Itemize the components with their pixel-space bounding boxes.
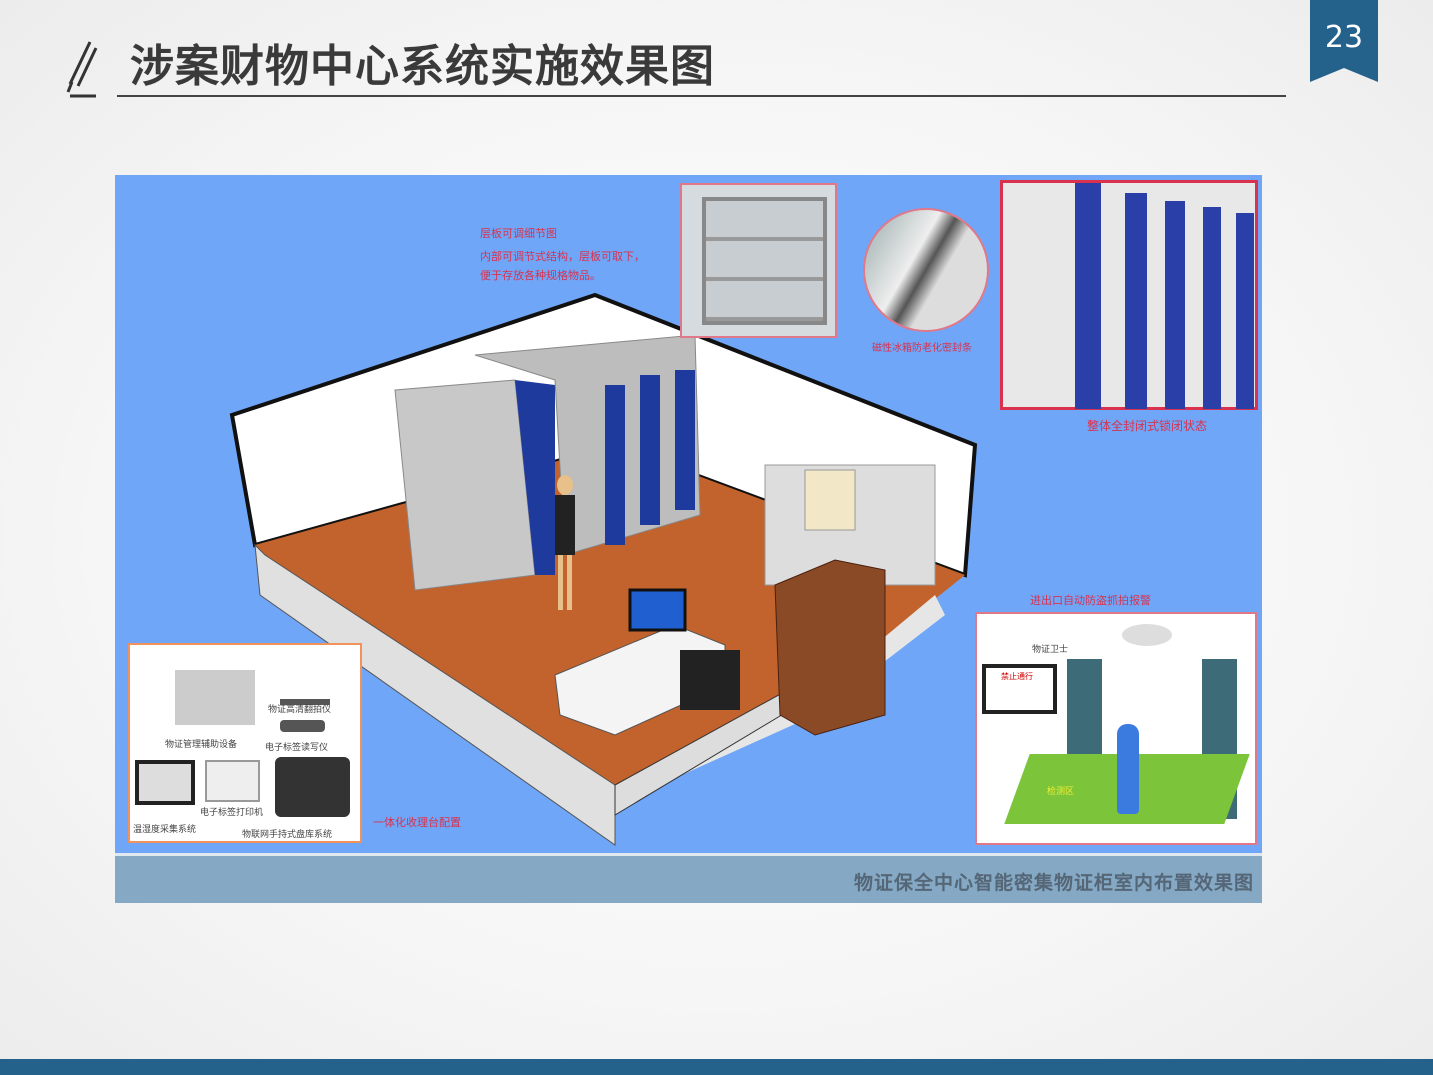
entrance-alarm-diagram: 禁止通行 物证卫士 检测区	[975, 612, 1257, 845]
workstation-item: 物证高清翻拍仪	[268, 705, 332, 715]
page-number: 23	[1324, 20, 1364, 55]
shelf-detail-heading: 层板可调细节图	[480, 227, 557, 240]
workstation-item: 物联网手持式盘库系统	[242, 830, 333, 840]
locked-cabinets-photo	[1000, 180, 1258, 410]
guard-label: 物证卫士	[1032, 645, 1069, 655]
page-number-badge: 23	[1310, 0, 1378, 82]
seal-strip-label: 磁性冰箱防老化密封条	[872, 343, 972, 354]
entrance-heading: 进出口自动防盗抓拍报警	[1030, 594, 1151, 607]
room-illustration	[229, 292, 978, 846]
workstation-item: 温湿度采集系统	[133, 825, 197, 835]
workstation-item: 物证管理辅助设备	[165, 740, 238, 750]
workstation-item: 电子标签读写仪	[265, 743, 329, 753]
shelf-detail-photo	[680, 183, 837, 338]
figure-caption-bar: 物证保全中心智能密集物证柜室内布置效果图	[115, 853, 1262, 903]
zone-label: 检测区	[1047, 787, 1075, 797]
footer-bar	[0, 1059, 1433, 1075]
workstation-config-label: 一体化收理台配置	[373, 816, 461, 829]
locked-state-label: 整体全封闭式锁闭状态	[1087, 419, 1208, 433]
page-title: 涉案财物中心系统实施效果图	[130, 41, 715, 92]
screen-warning-text: 禁止通行	[1001, 672, 1033, 681]
workstation-item: 电子标签打印机	[200, 808, 264, 818]
layout-rendering: 层板可调细节图 内部可调节式结构，层板可取下， 便于存放各种规格物品。 磁性冰箱…	[115, 175, 1262, 903]
shelf-detail-text-1: 内部可调节式结构，层板可取下，	[480, 250, 645, 263]
figure-caption: 物证保全中心智能密集物证柜室内布置效果图	[853, 872, 1254, 894]
seal-strip-photo	[863, 208, 989, 332]
title-divider	[117, 95, 1286, 97]
workstation-config-photo: 物证管理辅助设备 物证高清翻拍仪 电子标签读写仪 温湿度采集系统 电子标签打印机…	[128, 643, 362, 843]
pencil-icon	[66, 41, 98, 98]
shelf-detail-text-2: 便于存放各种规格物品。	[480, 269, 601, 282]
